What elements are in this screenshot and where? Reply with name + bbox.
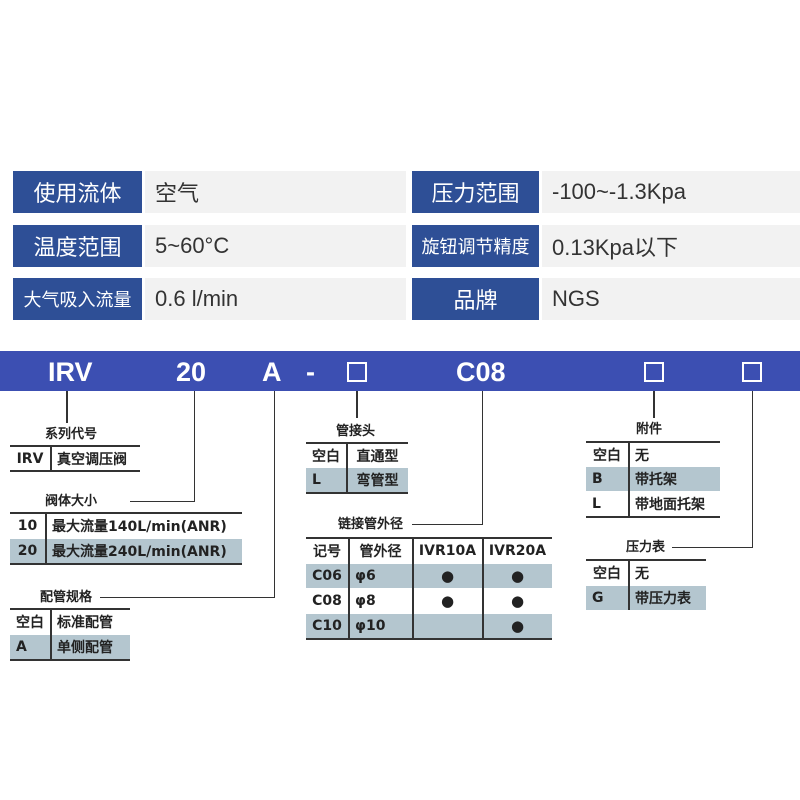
tube-od-ivr10a-c08: ● [440, 592, 455, 610]
connector-gauge [672, 391, 753, 548]
accessory-rule-top [586, 441, 720, 443]
accessory-desc-none: 无 [635, 447, 649, 464]
tube-od-title: 链接管外径 [338, 517, 404, 532]
connector-piping [100, 391, 275, 598]
tube-od-divider-3 [482, 539, 484, 638]
body-size-rule-top [10, 512, 242, 514]
fitting-code-blank: 空白 [312, 448, 340, 465]
piping-code-a: A [10, 635, 50, 659]
code-gauge-placeholder [742, 362, 762, 382]
code-dash: - [306, 357, 315, 387]
connector-fitting [356, 391, 358, 418]
connector-series [66, 391, 68, 423]
body-size-desc-10: 最大流量140L/min(ANR) [52, 519, 227, 535]
gauge-desc-none: 无 [635, 566, 649, 582]
tube-od-od-6: φ6 [349, 564, 412, 588]
series-desc: 真空调压阀 [57, 451, 127, 468]
tube-od-code-c06: C06 [306, 564, 348, 588]
spec-value-brand: NGS [542, 278, 800, 320]
accessory-title: 附件 [636, 422, 663, 437]
accessory-rule-bottom [586, 516, 720, 518]
series-code: IRV [16, 450, 44, 467]
tube-od-header-code: 记号 [313, 544, 341, 560]
series-divider [50, 447, 52, 470]
tube-od-header-od: 管外径 [359, 544, 402, 560]
fitting-rule-bottom [306, 492, 408, 494]
gauge-title: 压力表 [626, 540, 666, 555]
gauge-desc-with-gauge: 带压力表 [629, 586, 706, 610]
gauge-code-blank: 空白 [593, 566, 621, 582]
code-size: 20 [176, 357, 207, 387]
tube-od-rule-bottom [306, 638, 552, 640]
tube-od-header-ivr10a: IVR10A [418, 543, 477, 559]
tube-od-rule-top [306, 537, 552, 539]
tube-od-header-ivr20a: IVR20A [488, 543, 547, 559]
connector-size [130, 391, 195, 502]
body-size-desc-20: 最大流量240L/min(ANR) [46, 539, 242, 563]
code-piping: A [262, 357, 282, 387]
gauge-divider [628, 561, 630, 610]
piping-divider [50, 610, 52, 659]
tube-od-od-8: φ8 [355, 593, 376, 609]
tube-od-divider-2 [412, 539, 414, 638]
code-accessory-placeholder [644, 362, 664, 382]
piping-code-blank: 空白 [16, 615, 44, 631]
tube-od-ivr20a-c08: ● [510, 592, 525, 610]
tube-od-ivr20a-c06: ● [483, 564, 552, 588]
tube-od-code-c10: C10 [306, 614, 348, 638]
series-rule-top [10, 445, 140, 447]
spec-value-temperature: 5~60°C [145, 225, 406, 267]
piping-desc-one-side: 单侧配管 [51, 635, 130, 659]
piping-rule-top [10, 608, 130, 610]
tube-od-od-10: φ10 [349, 614, 412, 638]
fitting-rule-top [306, 442, 408, 444]
accessory-code-b: B [586, 467, 628, 491]
tube-od-ivr10a-c06: ● [413, 564, 482, 588]
code-tube-od: C08 [456, 357, 506, 387]
code-series: IRV [48, 357, 93, 387]
accessory-desc-bracket: 带托架 [629, 467, 720, 491]
tube-od-ivr10a-c10 [413, 614, 482, 638]
body-size-rule-bottom [10, 563, 242, 565]
spec-label-pressure-range: 压力范围 [412, 171, 539, 213]
fitting-desc-elbow: 弯管型 [347, 468, 408, 492]
spec-label-knob-precision: 旋钮调节精度 [412, 225, 539, 267]
piping-title: 配管规格 [40, 590, 93, 605]
spec-label-air-intake: 大气吸入流量 [13, 278, 142, 320]
fitting-title: 管接头 [336, 424, 376, 439]
gauge-code-g: G [586, 586, 628, 610]
connector-accessory [653, 391, 655, 418]
connector-tube-od [412, 391, 483, 525]
fitting-code-l: L [306, 468, 346, 492]
model-code-banner [0, 351, 800, 391]
piping-desc-standard: 标准配管 [57, 615, 113, 631]
tube-od-ivr20a-c10: ● [483, 614, 552, 638]
accessory-divider [628, 443, 630, 516]
spec-value-fluid: 空气 [145, 171, 406, 213]
body-size-title: 阀体大小 [45, 494, 98, 509]
piping-rule-bottom [10, 659, 130, 661]
spec-value-air-intake: 0.6 l/min [145, 278, 406, 320]
body-size-divider [45, 514, 47, 563]
gauge-rule-top [586, 559, 706, 561]
spec-label-brand: 品牌 [412, 278, 539, 320]
fitting-desc-straight: 直通型 [356, 448, 399, 465]
body-size-code-20: 20 [10, 539, 45, 563]
spec-label-temperature: 温度范围 [13, 225, 142, 267]
code-fitting-placeholder [347, 362, 367, 382]
accessory-code-blank: 空白 [593, 447, 621, 464]
series-title: 系列代号 [45, 427, 98, 442]
fitting-divider [346, 444, 348, 492]
tube-od-code-c08: C08 [312, 593, 342, 609]
accessory-desc-floor-bracket: 带地面托架 [635, 497, 705, 513]
body-size-code-10: 10 [17, 518, 38, 534]
spec-label-fluid: 使用流体 [13, 171, 142, 213]
tube-od-divider-1 [348, 539, 350, 638]
accessory-code-l: L [592, 496, 601, 512]
series-rule-bottom [10, 470, 140, 472]
spec-value-pressure-range: -100~-1.3Kpa [542, 171, 800, 213]
spec-value-knob-precision: 0.13Kpa以下 [542, 225, 800, 267]
